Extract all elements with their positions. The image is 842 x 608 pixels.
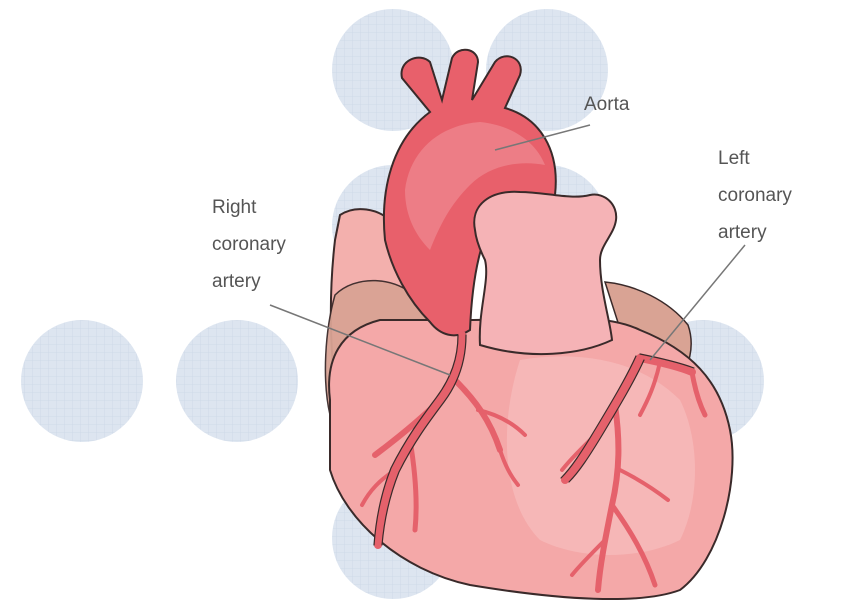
background-circle bbox=[176, 320, 298, 442]
pulmonary-trunk bbox=[474, 192, 616, 354]
left-coronary-label-line2: coronary bbox=[718, 185, 792, 206]
right-coronary-label-line1: Right bbox=[212, 197, 257, 218]
aorta-label: Aorta bbox=[584, 94, 630, 115]
left-coronary-label-line3: artery bbox=[718, 222, 767, 243]
right-coronary-label-line3: artery bbox=[212, 271, 261, 292]
background-circle bbox=[21, 320, 143, 442]
right-coronary-label-line2: coronary bbox=[212, 234, 286, 255]
left-coronary-label-line1: Left bbox=[718, 148, 750, 169]
